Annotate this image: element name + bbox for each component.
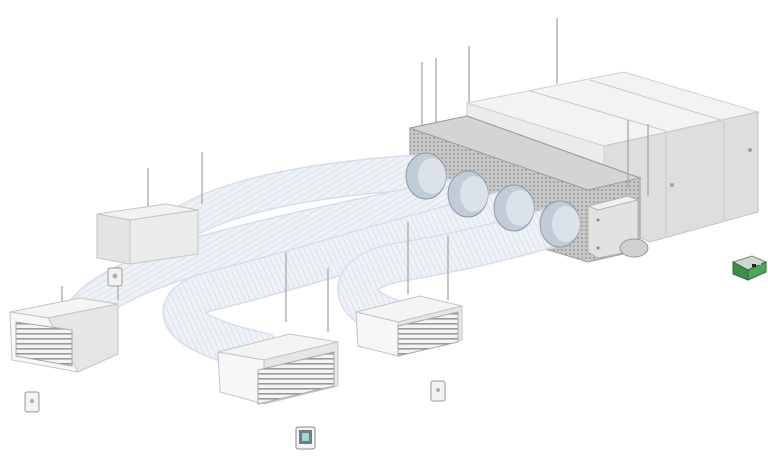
room-sensor-icon bbox=[430, 380, 446, 402]
control-box bbox=[586, 195, 649, 259]
supply-grille bbox=[9, 276, 119, 373]
touch-thermostat-icon bbox=[295, 426, 316, 450]
room-sensor-icon bbox=[107, 267, 123, 287]
room-sensor-icon bbox=[24, 391, 40, 413]
supply-grille bbox=[217, 252, 339, 405]
supply-grille bbox=[355, 222, 463, 357]
wall-diffuser bbox=[96, 152, 203, 265]
circuit-board-icon bbox=[731, 255, 768, 281]
duct-collar-icon bbox=[405, 152, 581, 248]
